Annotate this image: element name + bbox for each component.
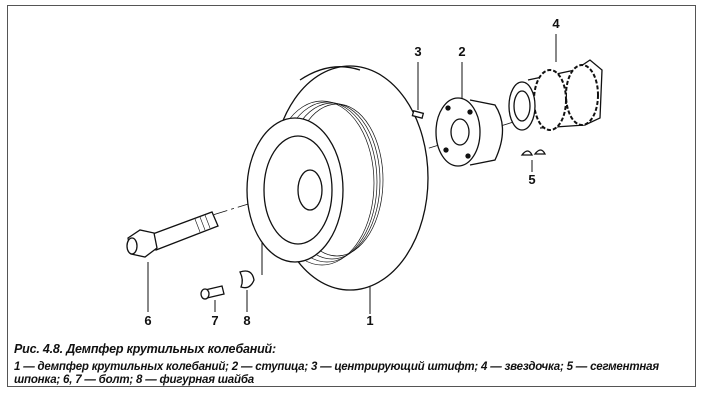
bolt-large	[126, 211, 219, 258]
label-3: 3	[414, 44, 422, 59]
label-7: 7	[211, 313, 219, 328]
caption-title: Рис. 4.8. Демпфер крутильных колебаний:	[14, 342, 276, 356]
sprocket	[508, 59, 603, 131]
label-2: 2	[458, 44, 466, 59]
label-8: 8	[243, 313, 251, 328]
figure-caption: Рис. 4.8. Демпфер крутильных колебаний: …	[14, 343, 694, 387]
label-4: 4	[552, 16, 560, 31]
damper-pulley	[246, 65, 429, 291]
label-5: 5	[528, 172, 536, 187]
segment-keys	[520, 149, 547, 156]
centering-pin	[411, 109, 425, 119]
caption-text: 1 — демпфер крутильных колебаний; 2 — ст…	[14, 361, 659, 386]
label-6: 6	[144, 313, 152, 328]
shaped-washer	[239, 270, 255, 289]
figure-frame	[7, 5, 696, 387]
bolt-small	[200, 285, 225, 300]
hub	[435, 97, 504, 167]
label-1: 1	[366, 313, 374, 328]
